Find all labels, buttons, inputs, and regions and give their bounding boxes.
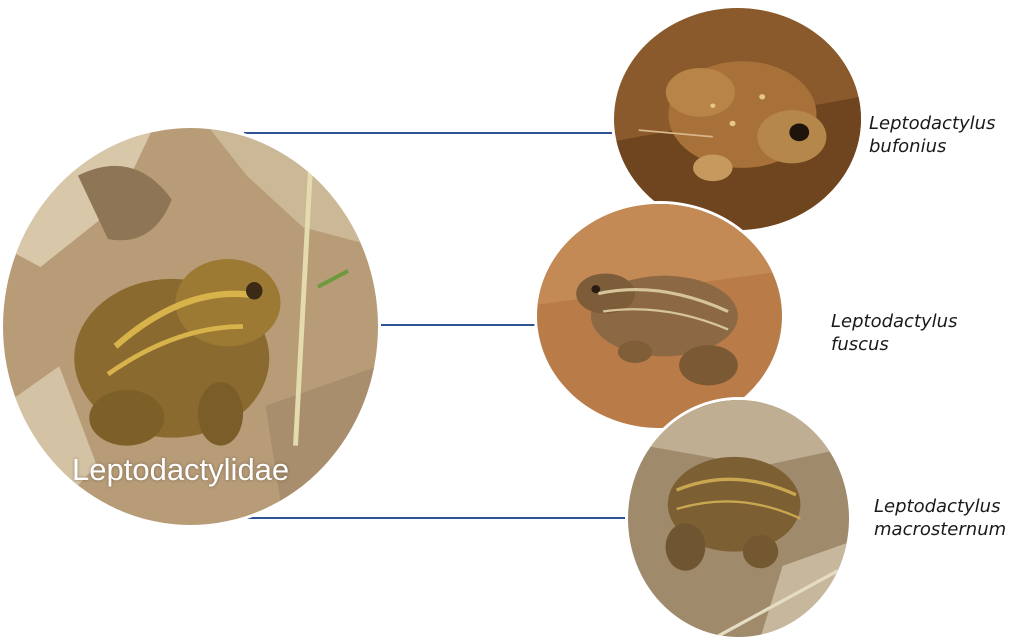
family-label: Leptodactylidae (72, 452, 289, 488)
species-photo-fuscus (537, 204, 782, 428)
species-label-fuscus: Leptodactylus fuscus (831, 310, 957, 356)
connector-line-fuscus (380, 324, 538, 326)
species-genus: Leptodactylus (831, 310, 957, 333)
frog-photo-icon (628, 400, 849, 637)
species-epithet: bufonius (869, 135, 995, 158)
connector-line-macrosternum (244, 517, 630, 519)
species-genus: Leptodactylus (869, 112, 995, 135)
species-photo-bufonius (614, 8, 861, 230)
species-label-bufonius: Leptodactylus bufonius (869, 112, 995, 158)
connector-line-bufonius (244, 132, 622, 134)
frog-photo-icon (614, 8, 861, 230)
species-epithet: macrosternum (874, 518, 1006, 541)
species-photo-macrosternum (628, 400, 849, 637)
species-label-macrosternum: Leptodactylus macrosternum (874, 495, 1006, 541)
species-epithet: fuscus (831, 333, 957, 356)
frog-photo-icon (537, 204, 782, 428)
species-genus: Leptodactylus (874, 495, 1006, 518)
